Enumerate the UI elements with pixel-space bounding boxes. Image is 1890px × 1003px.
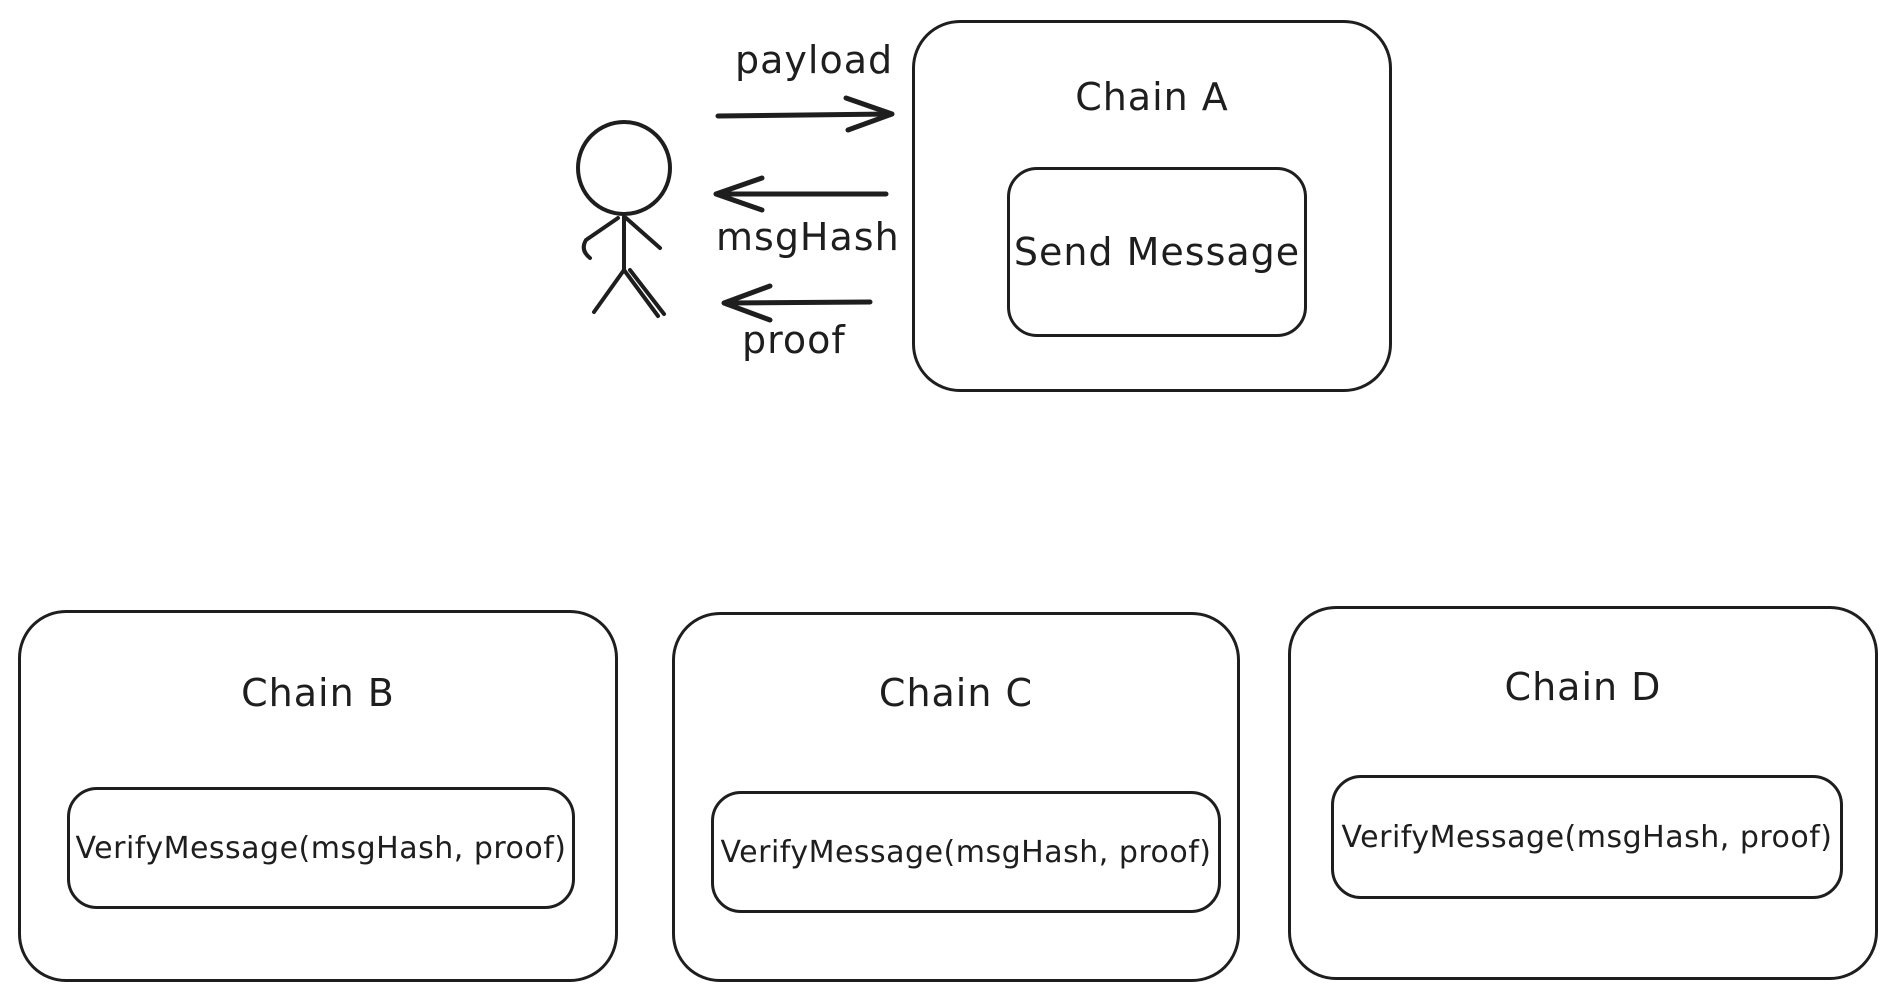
user-actor-icon — [576, 120, 672, 318]
send-message-box: Send Message — [1007, 167, 1307, 337]
chain-c-title: Chain C — [878, 671, 1034, 715]
chain-b-box: Chain B VerifyMessage(msgHash, proof) — [18, 610, 618, 982]
chain-d-verify-label: VerifyMessage(msgHash, proof) — [1341, 819, 1833, 855]
payload-label: payload — [735, 38, 894, 82]
chain-c-verify-label: VerifyMessage(msgHash, proof) — [720, 834, 1212, 870]
chain-a-box: Chain A Send Message — [912, 20, 1392, 392]
msghash-arrow — [713, 175, 889, 213]
chain-d-verify-box: VerifyMessage(msgHash, proof) — [1331, 775, 1843, 899]
proof-arrow — [721, 283, 873, 323]
chain-a-title: Chain A — [1075, 75, 1229, 119]
send-message-label: Send Message — [1013, 230, 1301, 274]
chain-b-verify-label: VerifyMessage(msgHash, proof) — [75, 830, 567, 866]
chain-b-verify-box: VerifyMessage(msgHash, proof) — [67, 787, 575, 909]
msghash-label: msgHash — [716, 215, 900, 259]
chain-d-box: Chain D VerifyMessage(msgHash, proof) — [1288, 606, 1878, 980]
chain-c-verify-box: VerifyMessage(msgHash, proof) — [711, 791, 1221, 913]
payload-arrow — [715, 95, 895, 133]
proof-label: proof — [742, 318, 846, 362]
chain-b-title: Chain B — [241, 671, 395, 715]
chain-d-title: Chain D — [1504, 665, 1662, 709]
chain-c-box: Chain C VerifyMessage(msgHash, proof) — [672, 612, 1240, 982]
